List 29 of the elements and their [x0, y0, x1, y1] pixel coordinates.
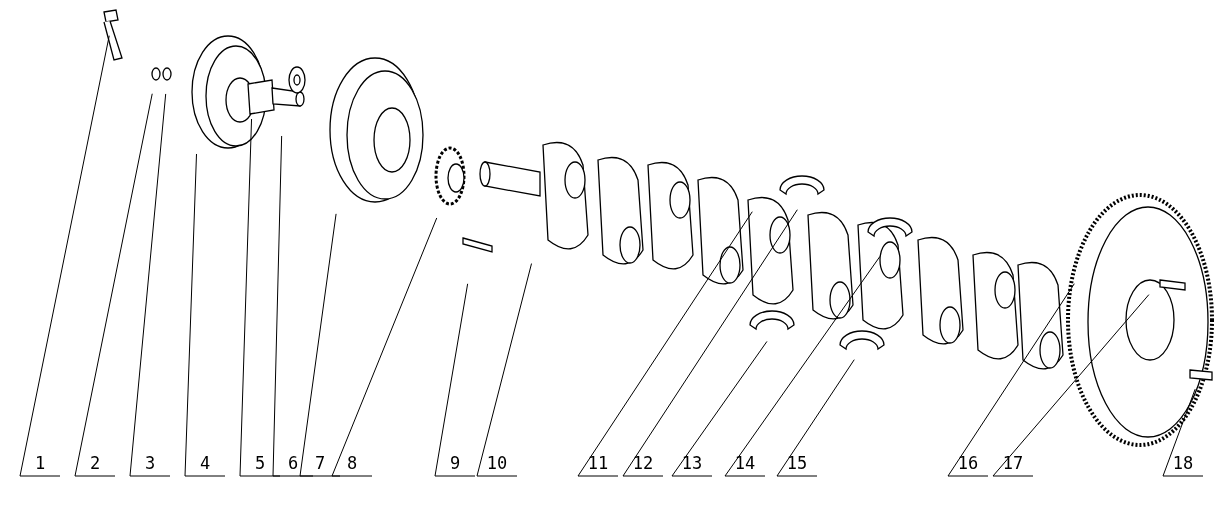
leader-line — [434, 283, 476, 477]
leader-line — [184, 153, 226, 477]
callout-number: 2 — [75, 450, 115, 476]
leader-line — [1162, 388, 1204, 477]
callout-number: 12 — [623, 450, 663, 476]
callout-number: 17 — [993, 450, 1033, 476]
callout-number: 4 — [185, 450, 225, 476]
callout-number: 3 — [130, 450, 170, 476]
callout-number: 14 — [725, 450, 765, 476]
callout-number: 1 — [20, 450, 60, 476]
callout-number: 16 — [948, 450, 988, 476]
leader-line — [724, 255, 881, 477]
leader-line — [671, 340, 768, 477]
leader-line — [476, 263, 532, 477]
callout-number: 15 — [777, 450, 817, 476]
leader-line — [776, 359, 855, 477]
leader-line — [992, 294, 1150, 477]
callout-number: 18 — [1163, 450, 1203, 476]
leader-line — [622, 209, 798, 477]
leader-line — [947, 283, 1075, 477]
leader-line — [331, 217, 438, 477]
leader-line — [577, 211, 753, 477]
leader-line — [129, 93, 171, 477]
leader-line — [74, 93, 153, 477]
leader-line — [19, 35, 110, 477]
callout-number: 11 — [578, 450, 618, 476]
callout-number: 13 — [672, 450, 712, 476]
callout-number: 9 — [435, 450, 475, 476]
callout-number: 10 — [477, 450, 517, 476]
